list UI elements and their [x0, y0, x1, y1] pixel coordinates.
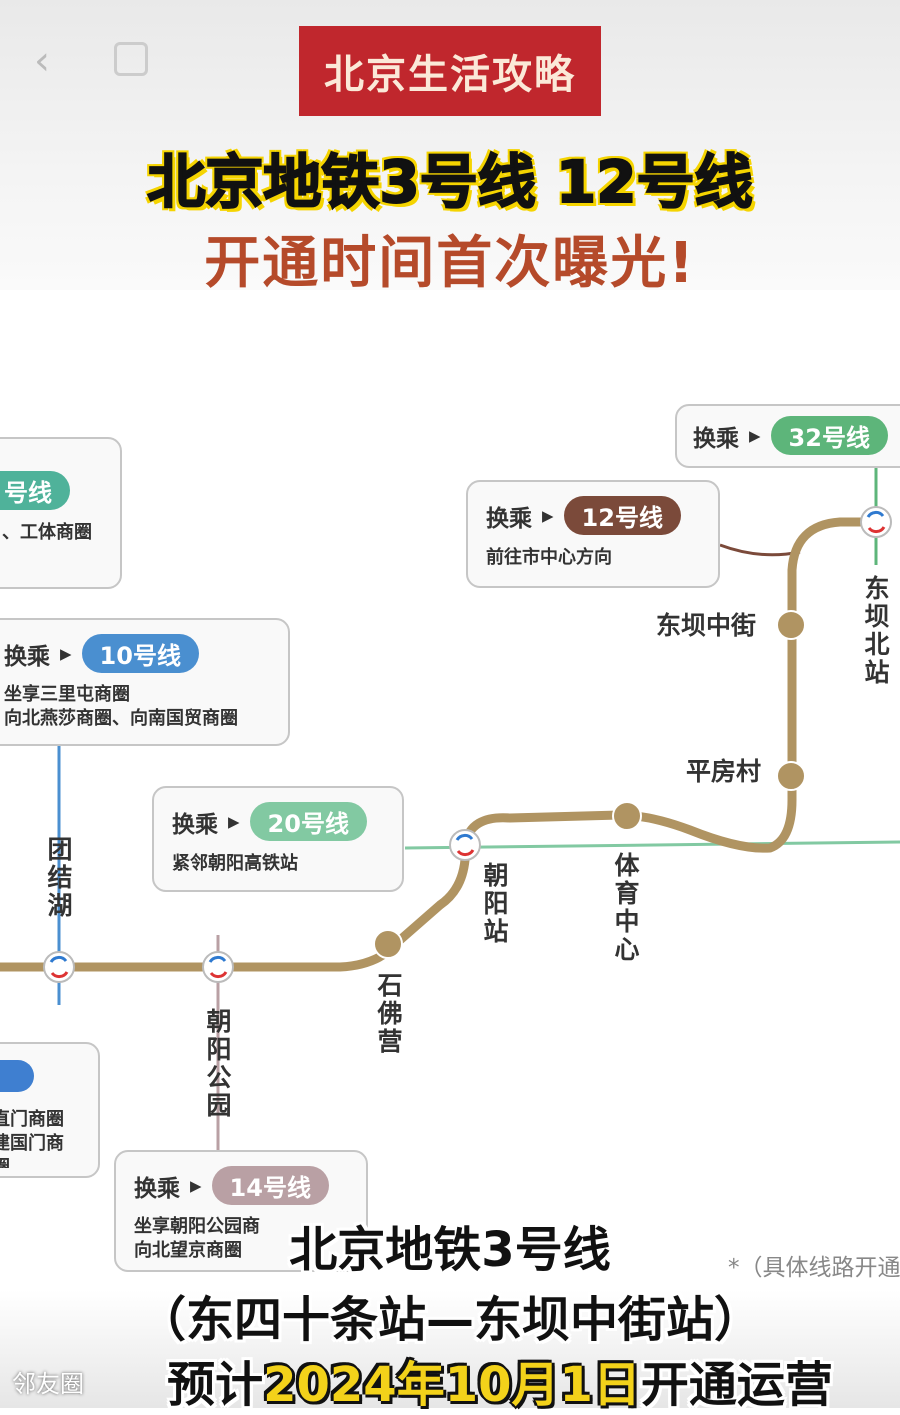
station-shifoying: 石佛营 — [377, 971, 403, 1056]
transfer-label: 换乘 — [172, 811, 218, 838]
transfer-label: 换乘 — [4, 643, 50, 670]
card-desc: 前往市中心方向 — [486, 547, 612, 568]
station-dot — [373, 929, 403, 959]
share-icon[interactable] — [114, 42, 148, 76]
station-tiyuzhongxin: 体育中心 — [614, 851, 640, 964]
caption-date: 2024年10月1日 — [263, 1357, 641, 1413]
station-chaoyang: 朝阳站 — [483, 861, 509, 946]
caption-prefix: 预计 — [167, 1357, 264, 1413]
station-dongbabei: 东坝北站 — [864, 574, 890, 687]
footnote: *（具体线路开通 — [728, 1255, 900, 1281]
transfer-card-10: 换乘 ▸ 10号线 坐享三里屯商圈 向北燕莎商圈、向南国贸商圈 — [0, 618, 290, 746]
arrow-icon: ▸ — [190, 1172, 202, 1199]
station-chaoyanggongyuan: 朝阳公园 — [206, 1007, 232, 1120]
card-desc: 坐享朝阳公园商 向北望京商圈 — [134, 1216, 260, 1261]
transfer-card-32: 换乘 ▸ 32号线 — [675, 404, 900, 468]
line-badge — [0, 1060, 34, 1092]
card-desc: 紧邻朝阳高铁站 — [172, 853, 298, 874]
line-12 — [719, 543, 801, 557]
card-desc: 直门商圈 建国门商圈 — [0, 1109, 64, 1168]
station-dot — [612, 801, 642, 831]
brand-logo: 北京生活攻略 — [299, 26, 601, 116]
arrow-icon: ▸ — [542, 502, 554, 529]
line-badge: 12号线 — [563, 496, 681, 535]
line-badge: 号线 — [0, 471, 70, 510]
transfer-card-20: 换乘 ▸ 20号线 紧邻朝阳高铁站 — [152, 786, 404, 892]
transfer-label: 换乘 — [693, 425, 739, 452]
transfer-card-partial-2: 直门商圈 建国门商圈 — [0, 1042, 100, 1178]
arrow-icon: ▸ — [749, 422, 761, 449]
line-badge: 10号线 — [81, 634, 199, 673]
transfer-card-14: 换乘 ▸ 14号线 坐享朝阳公园商 向北望京商圈 — [114, 1150, 368, 1272]
arrow-icon: ▸ — [228, 808, 240, 835]
transfer-label: 换乘 — [134, 1175, 180, 1202]
line-badge: 32号线 — [770, 416, 888, 455]
caption-line2: （东四十条站—东坝中街站） — [137, 1292, 762, 1348]
transfer-card-partial: 号线 、工体商圈 — [0, 437, 122, 589]
arrow-icon: ▸ — [60, 640, 72, 667]
station-pingfangcun: 平房村 — [686, 757, 762, 786]
back-icon[interactable]: ‹ — [34, 38, 50, 84]
line-badge: 14号线 — [211, 1166, 329, 1205]
caption-suffix: 开通运营 — [640, 1357, 833, 1413]
title: 北京地铁3号线 12号线 — [146, 147, 753, 217]
line-badge: 20号线 — [249, 802, 367, 841]
watermark: 邻友圈 — [12, 1370, 84, 1398]
card-desc: 、工体商圈 — [2, 522, 92, 543]
line-20 — [404, 840, 900, 850]
subtitle-heading: 开通时间首次曝光! — [204, 231, 696, 296]
caption-line1: 北京地铁3号线 — [289, 1222, 611, 1278]
station-dot — [776, 761, 806, 791]
transfer-card-12: 换乘 ▸ 12号线 前往市中心方向 — [466, 480, 720, 588]
station-tuanjiehu: 团结湖 — [47, 835, 73, 920]
caption-line3: 预计2024年10月1日开通运营 — [50, 1345, 900, 1415]
card-desc: 坐享三里屯商圈 向北燕莎商圈、向南国贸商圈 — [4, 684, 238, 729]
station-dongbazhongjie: 东坝中街 — [656, 611, 757, 640]
transfer-label: 换乘 — [486, 505, 532, 532]
station-dot — [776, 610, 806, 640]
bottom-fade — [0, 1290, 900, 1408]
